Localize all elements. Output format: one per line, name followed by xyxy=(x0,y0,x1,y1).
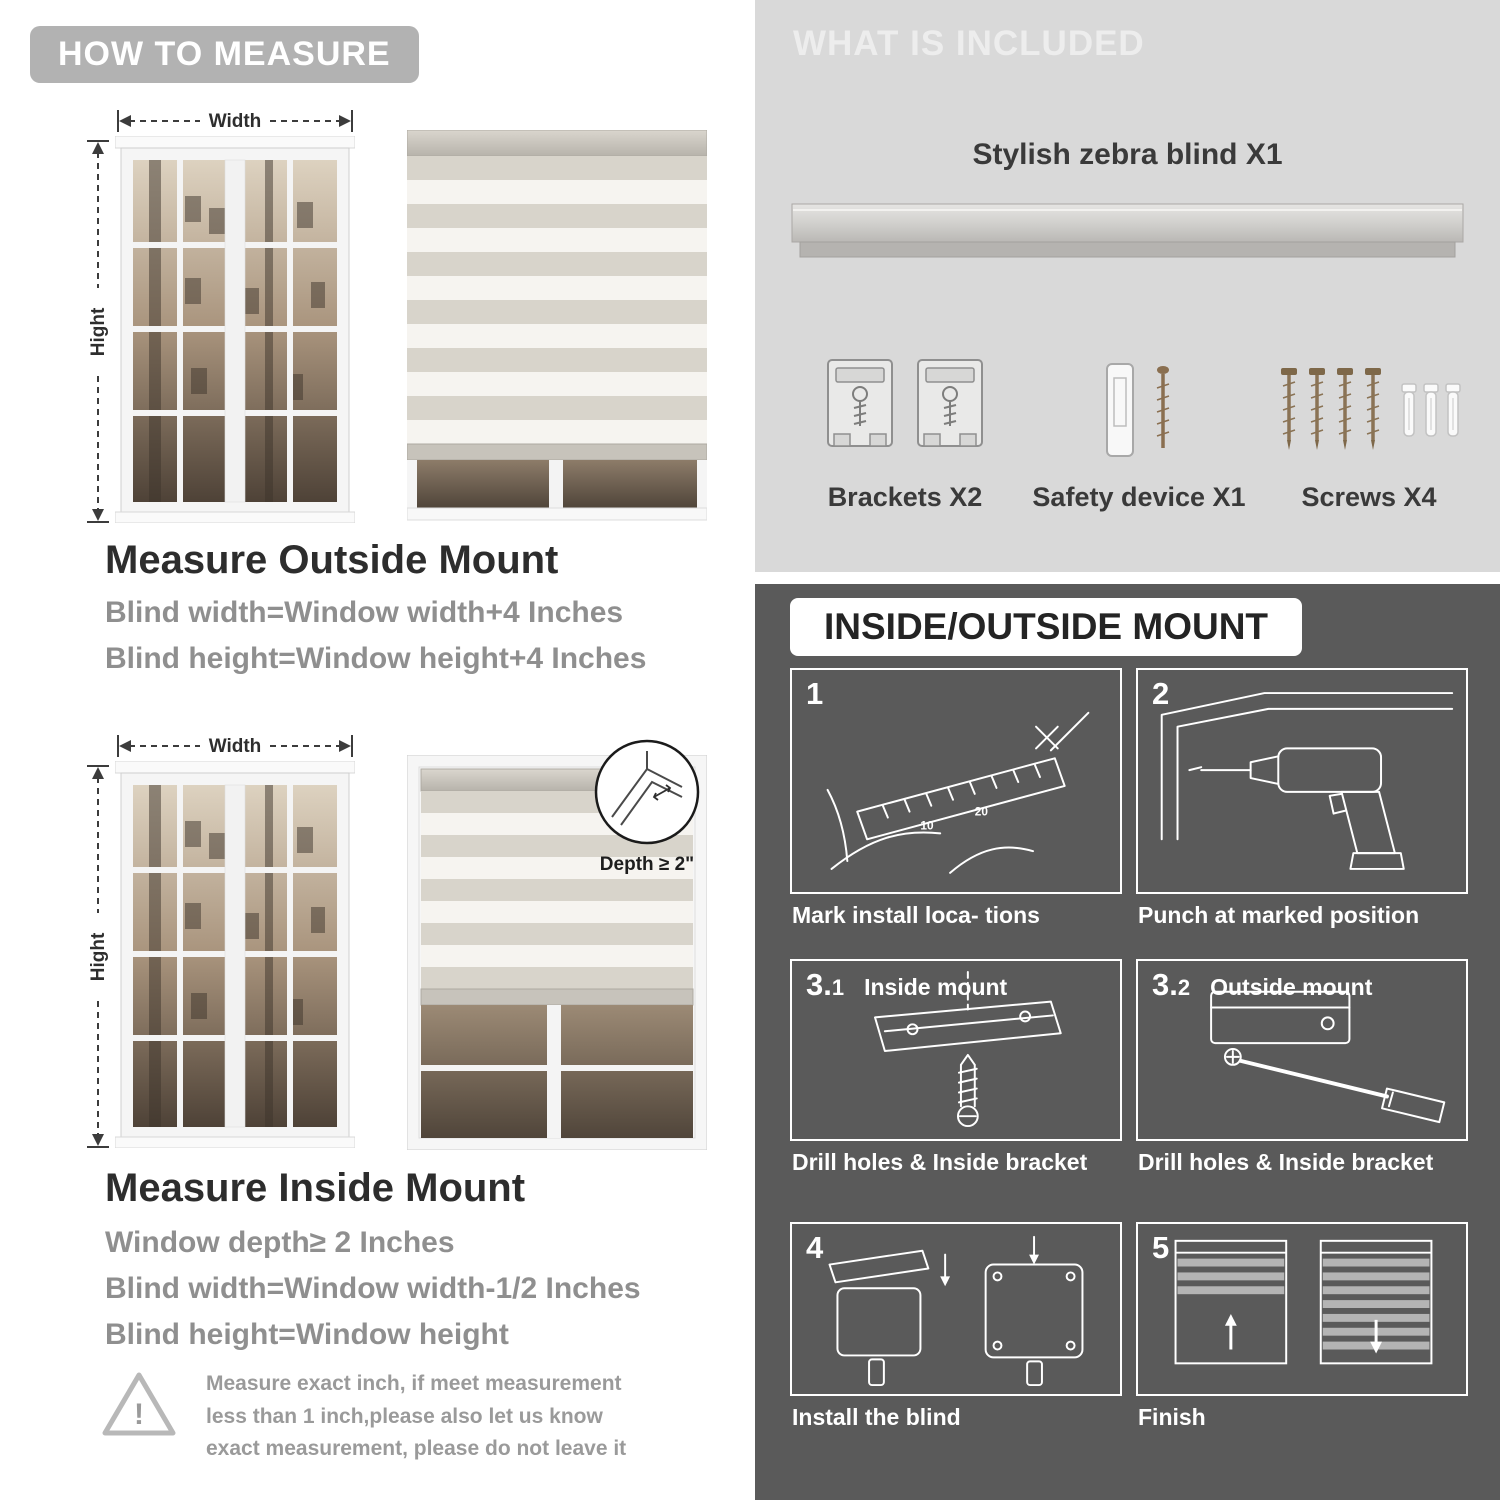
step-head: 3.2 Outside mount xyxy=(1152,967,1372,1003)
included-item-screws: Screws X4 xyxy=(1263,332,1475,513)
step-head: 4 xyxy=(806,1230,843,1266)
inside-mount-figure: Hight Width xyxy=(85,723,730,1155)
mount-step-1: 10 20 1 Mark install loca- tions xyxy=(790,668,1122,959)
step-box: 5 xyxy=(1136,1222,1468,1396)
width-label: Width xyxy=(209,736,262,757)
step-number: 3.2 xyxy=(1152,967,1191,1002)
measure-warning: ! Measure exact inch, if meet measuremen… xyxy=(100,1368,680,1466)
warning-mark: ! xyxy=(134,1398,144,1431)
brackets-icon xyxy=(827,359,983,447)
brackets-label: Brackets X2 xyxy=(827,482,983,512)
mount-steps-grid: 10 20 1 Mark install loca- tions xyxy=(790,668,1468,1461)
inside-formula-width: Blind width=Window width-1/2 Inches xyxy=(105,1272,641,1305)
step4-install-blind-illustration xyxy=(828,1235,1084,1387)
step-head: 1 xyxy=(806,676,843,712)
step-caption: Install the blind xyxy=(792,1404,961,1430)
outside-formula-width: Blind width=Window width+4 Inches xyxy=(105,596,624,629)
outside-formula-height: Blind height=Window height+4 Inches xyxy=(105,642,647,675)
step-head: 2 xyxy=(1152,676,1189,712)
ruler-mark-20: 20 xyxy=(975,805,989,819)
depth-detail-icon xyxy=(594,739,700,845)
step-number: 1 xyxy=(806,676,824,711)
width-label: Width xyxy=(209,111,262,132)
step-caption: Finish xyxy=(1138,1404,1206,1430)
mount-step-3-1: 3.1 Inside mount Drill holes & Inside br… xyxy=(790,959,1122,1222)
height-arrow: Hight xyxy=(87,140,109,523)
mount-step-4: 4 Install the blind xyxy=(790,1222,1122,1461)
step-caption: Drill holes & Inside bracket xyxy=(792,1149,1088,1175)
step-caption: Punch at marked position xyxy=(1138,902,1420,928)
step-box: 3.2 Outside mount xyxy=(1136,959,1468,1141)
step-caption: Mark install loca- tions xyxy=(792,902,1040,928)
step1-mark-locations-illustration: 10 20 xyxy=(826,711,1090,874)
mount-guide-header: INSIDE/OUTSIDE MOUNT xyxy=(790,598,1303,656)
step5-finish-illustration xyxy=(1174,1239,1433,1365)
step-number: 4 xyxy=(806,1230,824,1265)
step3-2-outside-bracket-illustration xyxy=(1210,990,1446,1124)
what-is-included-header: WHAT IS INCLUDED xyxy=(793,24,1145,63)
measure-outside-title: Measure Outside Mount xyxy=(105,538,559,582)
step-number: 3.1 xyxy=(806,967,845,1002)
step-box: 10 20 1 xyxy=(790,668,1122,894)
warning-text: Measure exact inch, if meet measurement … xyxy=(206,1372,627,1461)
included-item-safety-device: Safety device X1 xyxy=(1017,332,1261,513)
mount-step-5: 5 Finish xyxy=(1136,1222,1468,1461)
warning-triangle-icon: ! xyxy=(102,1372,176,1436)
step-box: 4 xyxy=(790,1222,1122,1396)
window-diagram xyxy=(115,136,355,523)
width-arrow: Width xyxy=(117,735,353,757)
step-box: 3.1 Inside mount xyxy=(790,959,1122,1141)
step-head: 3.1 Inside mount xyxy=(806,967,1007,1003)
height-arrow: Hight xyxy=(87,765,109,1148)
mount-guide-panel: INSIDE/OUTSIDE MOUNT xyxy=(755,584,1500,1500)
ruler-mark-10: 10 xyxy=(920,818,934,832)
step-number: 2 xyxy=(1152,676,1170,711)
mount-step-2: 2 Punch at marked position xyxy=(1136,668,1468,959)
blind-item-label: Stylish zebra blind X1 xyxy=(972,138,1283,171)
mount-step-3-2: 3.2 Outside mount Drill holes & Inside b… xyxy=(1136,959,1468,1222)
height-label: Hight xyxy=(88,932,109,981)
measure-inside-title: Measure Inside Mount xyxy=(105,1166,526,1210)
included-item-brackets: Brackets X2 xyxy=(795,332,1015,513)
safety-device-icon-box xyxy=(1017,332,1261,470)
inside-formula-height: Blind height=Window height xyxy=(105,1318,509,1351)
step-caption: Drill holes & Inside bracket xyxy=(1138,1149,1434,1175)
step2-drill-illustration xyxy=(1160,692,1454,870)
safety-device-label: Safety device X1 xyxy=(1032,482,1246,512)
screws-label: Screws X4 xyxy=(1301,482,1437,512)
step-inner-label: Inside mount xyxy=(864,974,1008,1000)
step-box: 2 xyxy=(1136,668,1468,894)
step-number: 5 xyxy=(1152,1230,1170,1265)
zebra-blind-headrail-image xyxy=(791,203,1464,258)
zebra-blind-diagram xyxy=(407,130,707,521)
screws-icon xyxy=(1281,368,1461,450)
step-inner-label: Outside mount xyxy=(1210,974,1373,1000)
safety-device-icon xyxy=(1106,363,1170,457)
outside-mount-figure: Hight Width xyxy=(85,98,730,530)
step-head: 5 xyxy=(1152,1230,1189,1266)
how-to-measure-header: HOW TO MEASURE xyxy=(30,26,419,83)
what-is-included-panel: WHAT IS INCLUDED Stylish zebra blind X1 xyxy=(755,0,1500,572)
depth-detail: Depth ≥ 2" xyxy=(585,737,709,876)
screws-icon-box xyxy=(1263,332,1475,470)
brackets-icon-box xyxy=(795,332,1015,470)
inside-formula-depth: Window depth≥ 2 Inches xyxy=(105,1226,455,1259)
step3-1-inside-bracket-illustration xyxy=(874,970,1062,1128)
width-arrow: Width xyxy=(117,110,353,132)
height-label: Hight xyxy=(88,307,109,356)
depth-label: Depth ≥ 2" xyxy=(599,854,695,875)
window-diagram xyxy=(115,761,355,1148)
